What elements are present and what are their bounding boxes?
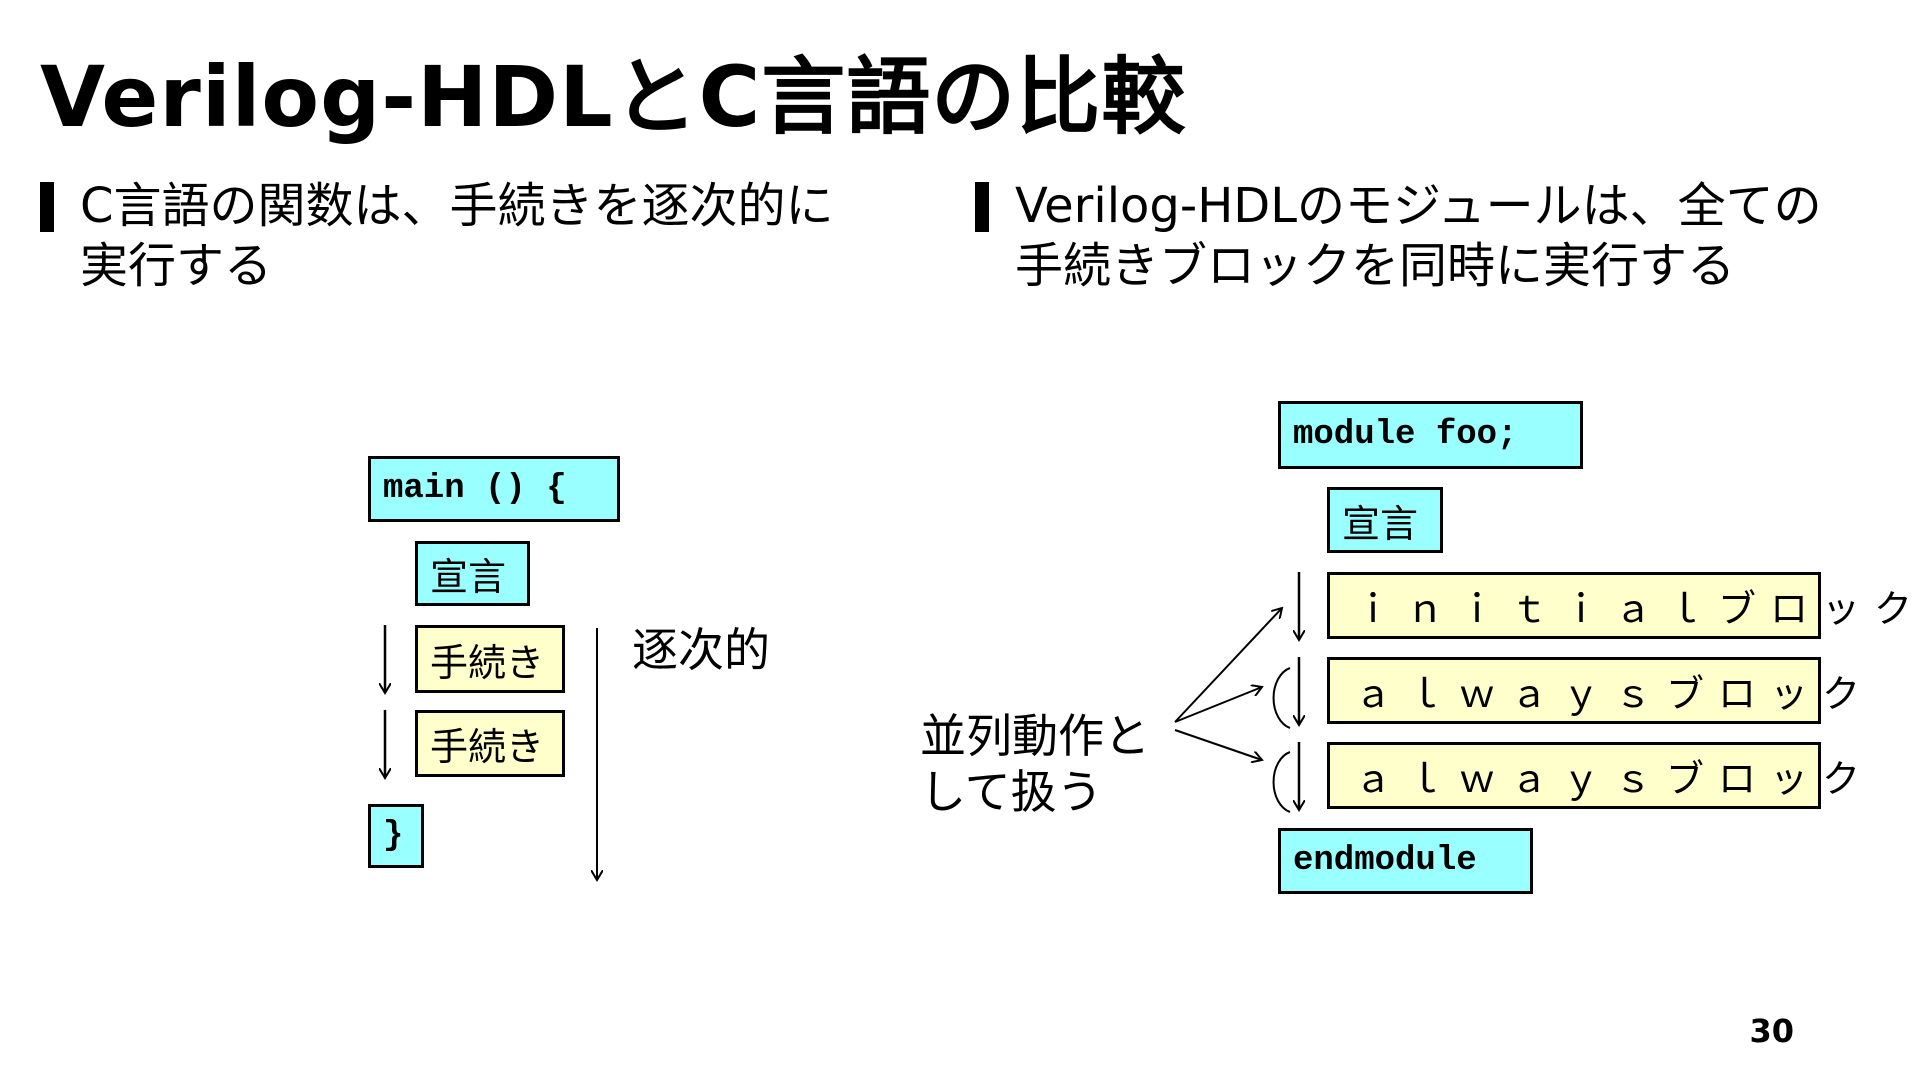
bullet-text-right-line1: Verilog-HDLのモジュールは、全ての bbox=[1015, 178, 1822, 234]
parallel-arc-2 bbox=[1272, 751, 1291, 813]
sequential-label: 逐次的 bbox=[632, 623, 770, 677]
parallel-label-line2: して扱う bbox=[920, 765, 1103, 819]
bullet-marker-right bbox=[975, 182, 989, 232]
c-decl-box: 宣言 bbox=[415, 541, 530, 606]
page-number: 30 bbox=[1749, 1012, 1794, 1050]
c-close-brace-box: } bbox=[368, 804, 424, 868]
always-block-box-2: ａｌｗａｙｓブロック bbox=[1327, 742, 1860, 809]
module-box: module foo; bbox=[1278, 401, 1583, 469]
initial-block-box: ｉｎｉｔｉａｌブロック bbox=[1327, 572, 1912, 639]
bullet-text-left-line2: 実行する bbox=[80, 238, 273, 294]
endmodule-box: endmodule bbox=[1278, 828, 1533, 894]
parallel-arrow-2 bbox=[1174, 687, 1262, 723]
bullet-text-right-line2: 手続きブロックを同時に実行する bbox=[1015, 238, 1736, 294]
c-main-box: main () { bbox=[368, 456, 620, 522]
bullet-text-left-line1: C言語の関数は、手続きを逐次的に bbox=[80, 178, 834, 234]
always-block-box-1: ａｌｗａｙｓブロック bbox=[1327, 657, 1860, 724]
slide-title: Verilog-HDLとC言語の比較 bbox=[40, 48, 1187, 146]
c-procedure-box-2: 手続き bbox=[415, 710, 565, 777]
parallel-label-line1: 並列動作と bbox=[920, 709, 1150, 763]
c-procedure-box-1: 手続き bbox=[415, 625, 565, 693]
parallel-arrow-3 bbox=[1174, 729, 1262, 760]
verilog-decl-box: 宣言 bbox=[1327, 487, 1443, 553]
bullet-marker-left bbox=[40, 182, 54, 232]
parallel-arrow-1 bbox=[1174, 608, 1282, 723]
parallel-arc-1 bbox=[1272, 667, 1291, 729]
